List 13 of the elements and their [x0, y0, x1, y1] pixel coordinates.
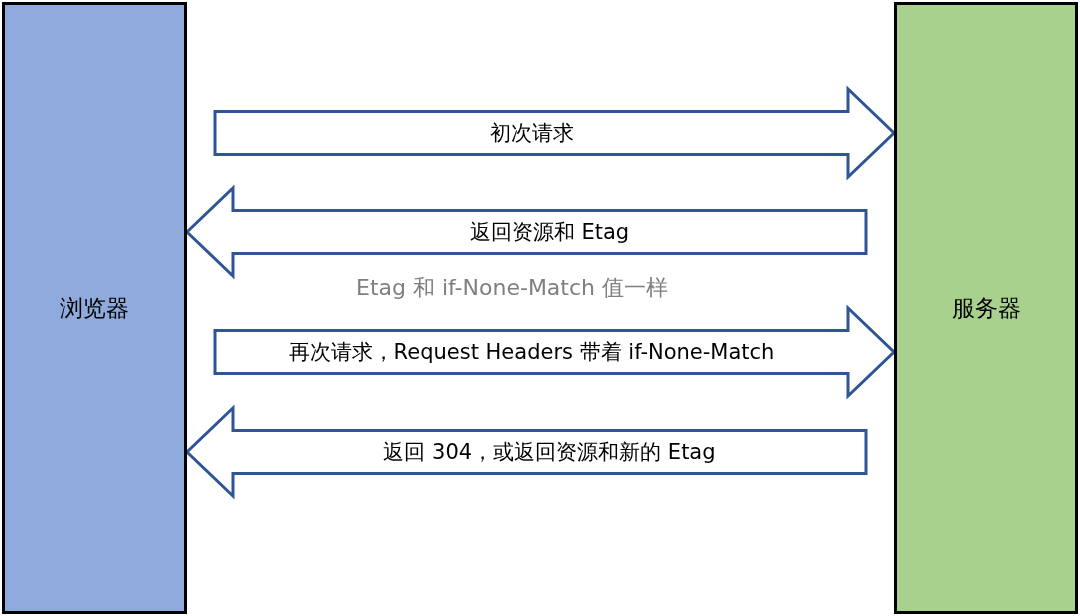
block-arrow: [184, 404, 868, 500]
block-arrow: [213, 85, 897, 181]
participant-box: [894, 2, 1078, 614]
note-text: Etag 和 if-None-Match 值一样: [356, 274, 668, 302]
edge-label: 初次请求: [489, 120, 574, 147]
edge-label: 返回资源和 Etag: [469, 219, 630, 246]
edge-label: 再次请求，Request Headers 带着 if-None-Match: [288, 339, 775, 366]
block-arrow: [213, 304, 897, 400]
participant-name: 服务器: [951, 293, 1021, 323]
participant-name: 浏览器: [60, 293, 129, 323]
block-arrow: [184, 184, 868, 280]
participant-box: [2, 2, 187, 614]
edge-label: 返回 304，或返回资源和新的 Etag: [383, 439, 716, 466]
